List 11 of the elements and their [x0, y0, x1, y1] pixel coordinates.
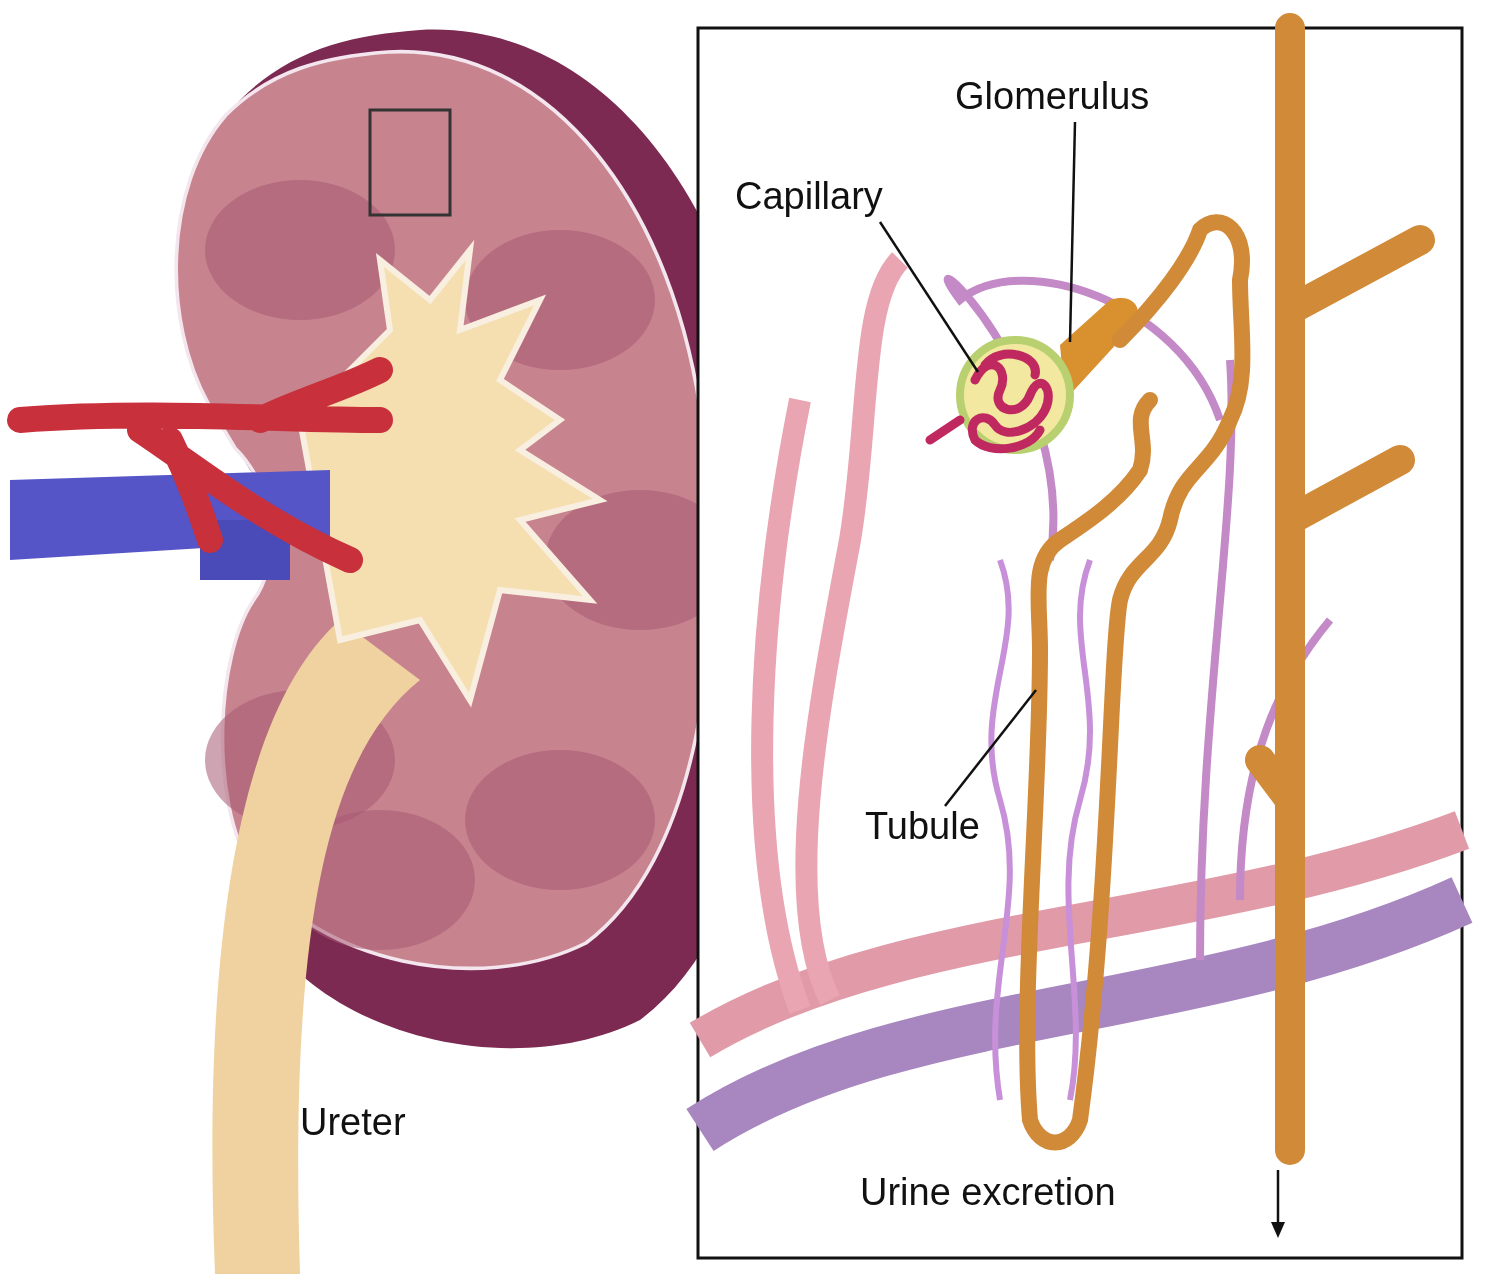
part-label: Ureter	[300, 1102, 406, 1144]
tubule-loop	[1019, 214, 1251, 1151]
callout-label: Tubule	[865, 806, 980, 848]
leader-line	[1068, 121, 1077, 343]
leader-line	[944, 689, 1037, 807]
callout-label: Capillary	[735, 176, 883, 218]
part-label: Urine excretion	[860, 1172, 1116, 1214]
leader-line	[878, 221, 980, 373]
callout-label: Glomerulus	[955, 76, 1150, 118]
glomerulus-capsule	[956, 298, 1139, 454]
capillary-tuft	[925, 349, 1053, 454]
